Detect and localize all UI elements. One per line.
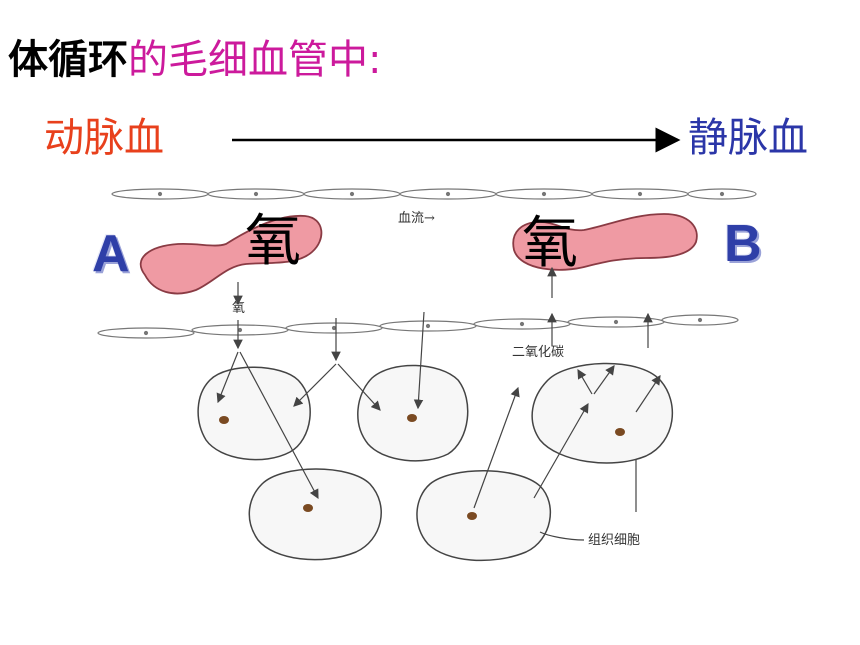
carbon-dioxide-label: 二氧化碳 bbox=[512, 345, 564, 360]
tissue-cell bbox=[416, 470, 552, 562]
tissue-cell bbox=[248, 468, 382, 561]
oxygen-label-right: 氧 bbox=[522, 211, 578, 276]
point-a-label: A bbox=[92, 225, 130, 283]
red-blood-cell-right bbox=[512, 213, 698, 271]
tissue-cells-label: 组织细胞 bbox=[588, 533, 640, 548]
blood-flow-label: 血流→ bbox=[398, 211, 435, 226]
capillary-wall-bottom bbox=[97, 314, 739, 339]
tissue-label-leaders bbox=[539, 460, 637, 541]
point-b-label: B bbox=[724, 215, 762, 273]
slide-title: 体循环的毛细血管中: bbox=[8, 34, 381, 86]
title-bold-part: 体循环 bbox=[8, 37, 128, 83]
tissue-cell bbox=[197, 366, 311, 461]
oxygen-label-left: 氧 bbox=[245, 209, 301, 274]
capillary-wall-top bbox=[111, 188, 757, 200]
arterial-blood-label: 动脉血 bbox=[44, 115, 164, 161]
venous-blood-label: 静脉血 bbox=[688, 115, 808, 161]
tissue-cell bbox=[357, 364, 469, 462]
red-blood-cell-left bbox=[139, 215, 323, 295]
title-rest-part: 的毛细血管中: bbox=[128, 37, 382, 83]
carbon-dioxide-diffusion-arrows bbox=[473, 266, 661, 509]
oxygen-diffusion-arrows bbox=[216, 282, 425, 500]
tissue-cell bbox=[531, 362, 673, 464]
